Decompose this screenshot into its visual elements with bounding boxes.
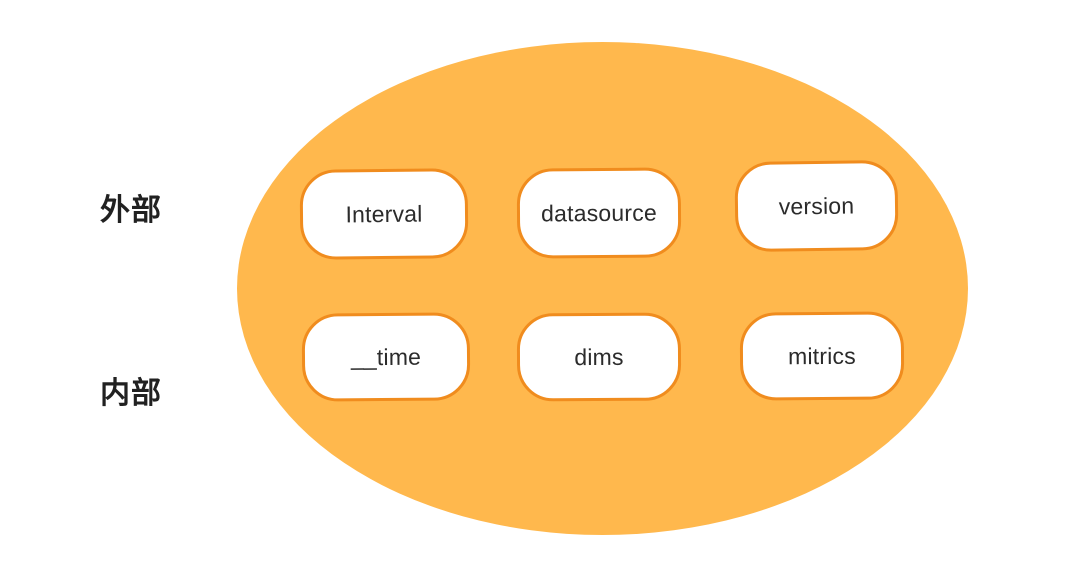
pill-mitrics: mitrics [739,311,905,401]
pill-interval: Interval [299,168,469,260]
pill-time: __time [301,312,471,402]
side-label-internal: 内部 [100,377,162,410]
pill-dims: dims [516,312,682,402]
container-ellipse [237,42,968,535]
pill-datasource: datasource [516,167,682,259]
side-label-external: 外部 [100,194,162,227]
pill-version: version [734,159,899,253]
